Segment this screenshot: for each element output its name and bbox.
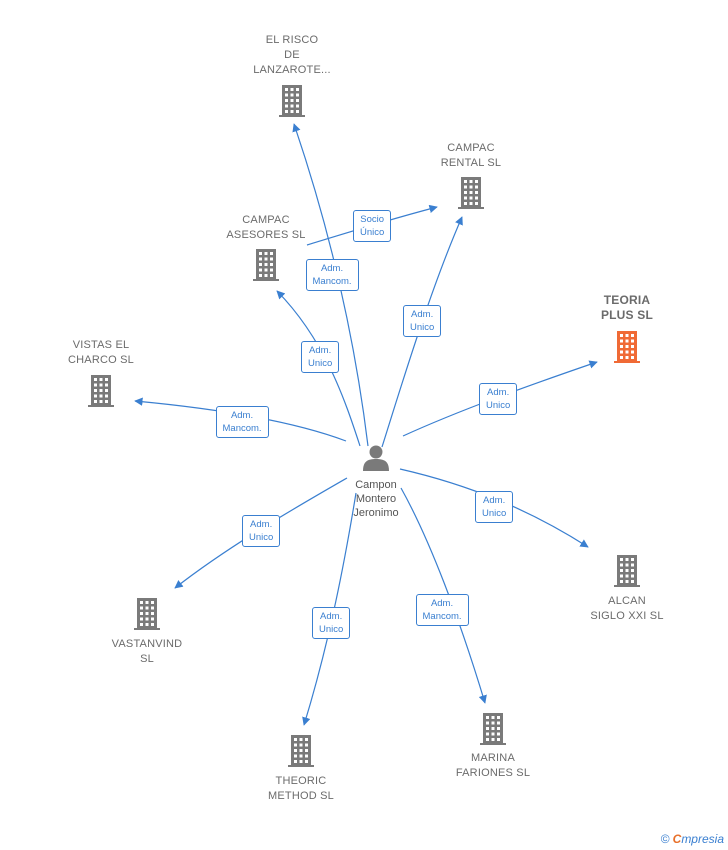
company-name-line: PLUS SL [600, 308, 654, 322]
edge-label-line: Adm. [320, 263, 344, 274]
company-label-marina-fariones[interactable]: MARINA FARIONES SL [423, 751, 563, 781]
edge-label-line: Mancom. [422, 611, 462, 622]
company-name-line: LANZAROTE... [253, 64, 331, 76]
edge-label-alcan-siglo-xxi[interactable]: Adm. Unico [475, 491, 514, 523]
building-icon-el-risco [279, 85, 305, 117]
person-icon[interactable] [363, 445, 389, 472]
edge-label-line: Unico [486, 400, 511, 411]
company-name-line: SIGLO XXI SL [590, 610, 664, 622]
copyright-symbol: © [660, 832, 670, 846]
edge-label-vistas-el-charco[interactable]: Adm. Mancom. [215, 406, 269, 438]
company-label-el-risco[interactable]: EL RISCO DE LANZAROTE... [222, 33, 362, 78]
edge-label-line: Mancom. [312, 276, 352, 287]
edge-label-line: Adm. [411, 309, 434, 320]
building-icon-vastanvind [134, 598, 160, 630]
edge-label-line: Adm. [483, 495, 506, 506]
edge-label-teoria-plus[interactable]: Adm. Unico [479, 383, 518, 415]
center-name-line: Jeronimo [353, 507, 399, 519]
company-name-line: SL [140, 653, 154, 665]
center-name-line: Campon [355, 479, 397, 491]
company-name-line: MARINA [471, 752, 515, 764]
edge-label-theoric-method[interactable]: Adm. Unico [312, 607, 351, 639]
company-label-campac-asesores[interactable]: CAMPAC ASESORES SL [196, 213, 336, 243]
building-icon-teoria-plus [614, 331, 640, 363]
brand-initial: C [672, 832, 682, 846]
edge-label-line: Adm. [487, 387, 510, 398]
company-name-line: EL RISCO [265, 34, 319, 46]
edge-label-line: Unico [410, 322, 435, 333]
company-name-line: ALCAN [608, 595, 646, 607]
edge-label-line: Unico [319, 624, 344, 635]
building-icon-campac-asesores [253, 249, 279, 281]
center-name-line: Montero [355, 493, 397, 505]
edge-label-line: Adm. [320, 611, 343, 622]
footer-brand: ©Cmpresia [661, 832, 724, 846]
company-name-line: FARIONES SL [455, 767, 531, 779]
edge-label-campac-rental[interactable]: Adm. Unico [403, 305, 442, 337]
brand-name: mpresia [681, 832, 724, 846]
company-name-line: THEORIC [275, 775, 327, 787]
company-label-campac-rental[interactable]: CAMPAC RENTAL SL [401, 141, 541, 171]
edge-marina-fariones [400, 487, 487, 704]
building-icon-theoric-method [288, 735, 314, 767]
company-name-line: CHARCO SL [68, 354, 134, 366]
edge-label-line: Socio [360, 214, 385, 225]
edge-label-line: Mancom. [222, 423, 262, 434]
company-name-line: RENTAL SL [440, 157, 502, 169]
edge-label-line: Adm. [250, 519, 273, 530]
company-name-line: METHOD SL [268, 790, 334, 802]
edge-label-line: Único [360, 227, 385, 238]
edge-label-line: Adm. [430, 598, 454, 609]
company-label-alcan-siglo-xxi[interactable]: ALCAN SIGLO XXI SL [557, 594, 697, 624]
building-icon-campac-rental [458, 177, 484, 209]
company-label-theoric-method[interactable]: THEORIC METHOD SL [231, 774, 371, 804]
company-name-line: CAMPAC [242, 214, 290, 226]
company-name-line: VASTANVIND [111, 638, 183, 650]
building-icon-alcan-siglo-xxi [614, 555, 640, 587]
edge-label-line: Adm. [309, 345, 332, 356]
edge-label-campac-asesores[interactable]: Adm. Unico [301, 341, 340, 373]
edge-theoric-method [302, 492, 357, 726]
company-label-vastanvind[interactable]: VASTANVIND SL [77, 637, 217, 667]
company-name-line: TEORIA [603, 293, 651, 307]
building-icon-vistas-el-charco [88, 375, 114, 407]
center-person-label[interactable]: Campon Montero Jeronimo [316, 478, 436, 520]
edge-label-line: Unico [308, 358, 333, 369]
company-name-line: CAMPAC [447, 142, 495, 154]
edge-label-marina-fariones[interactable]: Adm. Mancom. [415, 594, 469, 626]
edge-label-line: Unico [482, 508, 507, 519]
company-name-line: VISTAS EL [72, 339, 130, 351]
edge-label-el-risco[interactable]: Adm. Mancom. [305, 259, 359, 291]
edge-label-line: Adm. [230, 410, 254, 421]
company-label-vistas-el-charco[interactable]: VISTAS EL CHARCO SL [31, 338, 171, 368]
edge-label-vastanvind[interactable]: Adm. Unico [242, 515, 281, 547]
edge-label-line: Unico [249, 532, 274, 543]
building-icon-marina-fariones [480, 713, 506, 745]
edge-campac-rental [381, 216, 463, 448]
company-name-line: DE [284, 49, 300, 61]
company-name-line: ASESORES SL [226, 229, 306, 241]
